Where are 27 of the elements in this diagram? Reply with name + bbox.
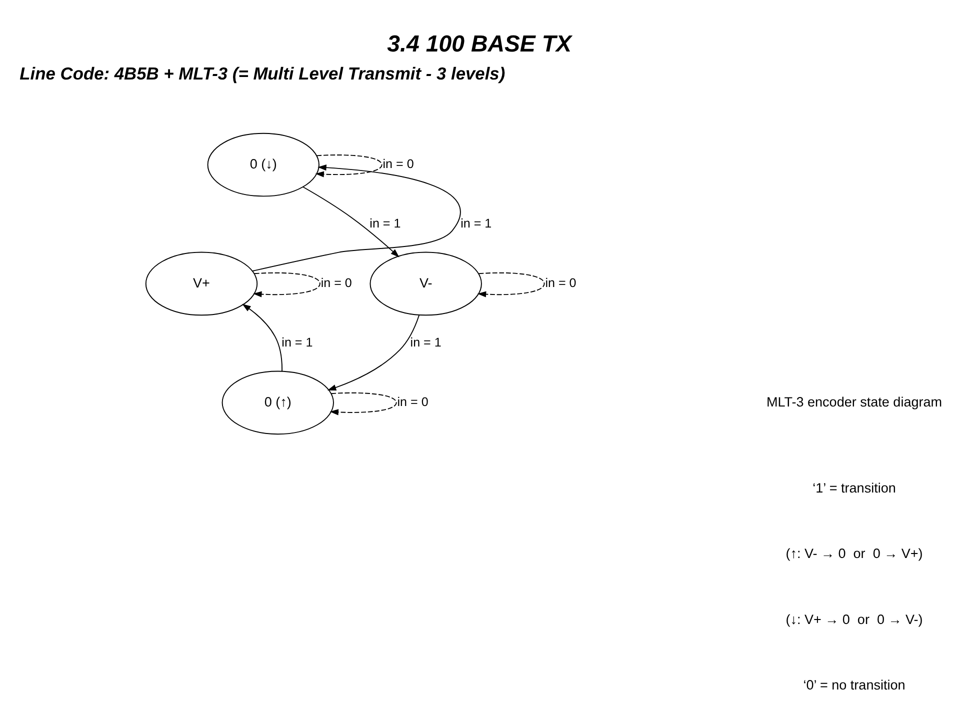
label: (↓: V+ → 0 or 0 → V-) bbox=[786, 611, 923, 626]
arrow bbox=[242, 303, 283, 372]
arrow bbox=[477, 272, 545, 297]
edge-label: in = 1 bbox=[282, 334, 313, 349]
arrow bbox=[302, 186, 400, 257]
diagram-title: 3.4 100 BASE TX bbox=[387, 30, 572, 56]
edge-label: in = 0 bbox=[545, 276, 576, 290]
label: ‘1’ = transition bbox=[812, 480, 896, 495]
edge-label: in = 0 bbox=[382, 156, 414, 171]
arrow bbox=[327, 314, 420, 390]
node-ellipse: V- bbox=[370, 251, 482, 316]
arrow bbox=[315, 154, 382, 177]
arrow bbox=[330, 392, 397, 415]
edge-label: in = 0 bbox=[320, 276, 352, 290]
edge-label: in = 1 bbox=[370, 216, 401, 230]
label: (↑: V- → 0 or 0 → V+) bbox=[786, 546, 923, 561]
edge-label: in = 0 bbox=[397, 394, 428, 408]
arrow bbox=[253, 272, 320, 297]
label: MLT-3 encoder state diagram bbox=[766, 394, 942, 409]
edge-label: in = 1 bbox=[460, 216, 492, 230]
node-ellipse: V+ bbox=[145, 251, 258, 316]
label: Line Code: 4B5B + MLT-3 (= Multi Level Transmit - 3 levels) bbox=[20, 63, 506, 84]
label: ‘0’ = no transition bbox=[803, 677, 906, 692]
node-ellipse: 0 (↓) bbox=[207, 132, 320, 196]
arrow bbox=[252, 164, 461, 271]
node-ellipse: 0 (↑) bbox=[222, 370, 334, 434]
edge-label: in = 1 bbox=[410, 334, 442, 349]
